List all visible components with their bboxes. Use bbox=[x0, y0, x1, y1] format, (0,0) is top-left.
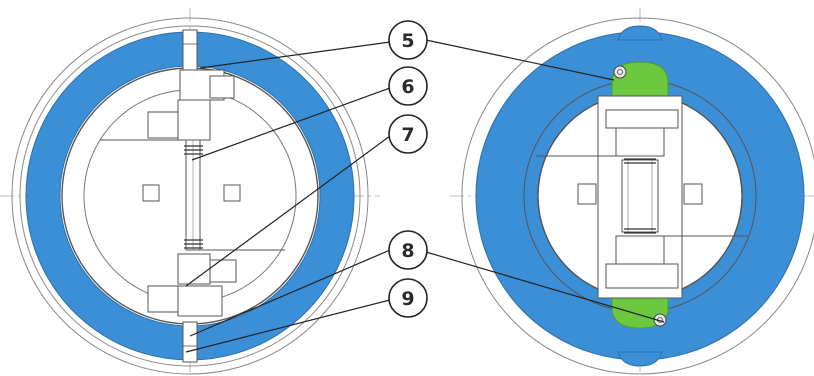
right-valve-view bbox=[450, 8, 814, 375]
callout-5-label: 5 bbox=[401, 30, 414, 52]
callout-7-label: 7 bbox=[401, 124, 414, 146]
leader-6 bbox=[191, 87, 391, 161]
left-top-stem bbox=[182, 29, 198, 71]
leader-7 bbox=[185, 135, 391, 287]
leader-5-right bbox=[425, 39, 615, 81]
leader-9 bbox=[185, 299, 391, 353]
right-outer-flange-circle bbox=[461, 17, 814, 375]
left-spring-upper bbox=[184, 145, 203, 155]
callout-5: 5 bbox=[388, 20, 428, 60]
callout-9-label: 9 bbox=[401, 288, 414, 310]
left-upper-hinge bbox=[147, 69, 235, 141]
right-spring-lower bbox=[624, 228, 656, 234]
right-bottom-lug bbox=[617, 351, 663, 367]
right-square-left bbox=[577, 183, 597, 205]
callout-8-label: 8 bbox=[401, 240, 414, 262]
right-upper-hinge bbox=[605, 109, 679, 129]
right-top-screw bbox=[613, 65, 627, 79]
left-lower-hinge bbox=[147, 253, 237, 317]
left-valve-view bbox=[0, 8, 380, 375]
left-bottom-stem bbox=[182, 321, 198, 363]
right-upper-block bbox=[615, 127, 665, 157]
leader-8-left bbox=[189, 249, 391, 337]
left-square-left bbox=[142, 184, 160, 202]
right-center-window bbox=[621, 159, 659, 233]
leader-5-left bbox=[199, 41, 391, 69]
callout-8: 8 bbox=[388, 230, 428, 270]
right-lower-block bbox=[615, 235, 665, 265]
right-square-right bbox=[683, 183, 703, 205]
right-spring-upper bbox=[624, 158, 656, 164]
callout-6: 6 bbox=[388, 66, 428, 106]
left-square-right bbox=[223, 184, 241, 202]
callout-6-label: 6 bbox=[401, 76, 414, 98]
right-lower-hinge bbox=[605, 263, 679, 289]
left-flange-circle-2 bbox=[19, 25, 361, 367]
callout-7: 7 bbox=[388, 114, 428, 154]
callout-9: 9 bbox=[388, 278, 428, 318]
right-top-lug bbox=[617, 25, 663, 41]
leader-8-right bbox=[425, 251, 665, 323]
left-spring-lower bbox=[184, 239, 203, 249]
leader-lines bbox=[185, 39, 665, 353]
left-outer-flange-circle bbox=[11, 17, 369, 375]
